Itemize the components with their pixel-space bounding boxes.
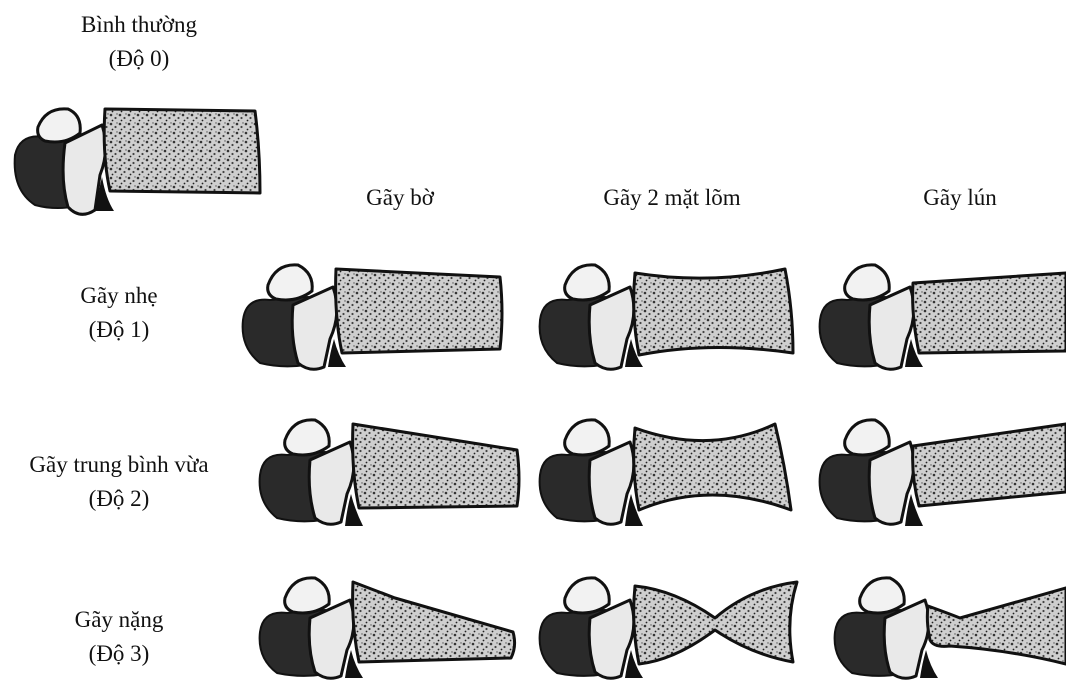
vertebra-biconcave-grade1 xyxy=(535,255,800,373)
vertebra-biconcave-grade3 xyxy=(535,570,800,682)
vertebra-crush-grade2 xyxy=(815,410,1066,535)
row-label-moderate: Gãy trung bình vừa (Độ 2) xyxy=(29,448,208,516)
row-grade: (Độ 3) xyxy=(75,637,164,671)
vertebra-biconcave-grade2 xyxy=(535,410,800,535)
row-label-severe: Gãy nặng (Độ 3) xyxy=(75,603,164,671)
vertebra-normal xyxy=(10,95,265,220)
row-grade: (Độ 2) xyxy=(29,482,208,516)
row-grade: (Độ 1) xyxy=(80,313,157,347)
normal-title: Bình thường xyxy=(81,8,197,42)
row-title: Gãy trung bình vừa xyxy=(29,448,208,482)
vertebra-crush-grade1 xyxy=(815,255,1066,373)
vertebra-wedge-grade2 xyxy=(255,410,525,535)
normal-grade: (Độ 0) xyxy=(81,42,197,76)
normal-label: Bình thường (Độ 0) xyxy=(81,8,197,76)
row-title: Gãy nặng xyxy=(75,603,164,637)
row-title: Gãy nhẹ xyxy=(80,279,157,313)
vertebra-wedge-grade1 xyxy=(238,255,508,373)
row-label-mild: Gãy nhẹ (Độ 1) xyxy=(80,279,157,347)
column-header-crush: Gãy lún xyxy=(923,183,996,213)
vertebra-wedge-grade3 xyxy=(255,570,525,682)
vertebra-crush-grade3 xyxy=(830,570,1066,682)
column-header-biconcave: Gãy 2 mặt lõm xyxy=(603,183,740,213)
column-header-wedge: Gãy bờ xyxy=(366,183,434,213)
